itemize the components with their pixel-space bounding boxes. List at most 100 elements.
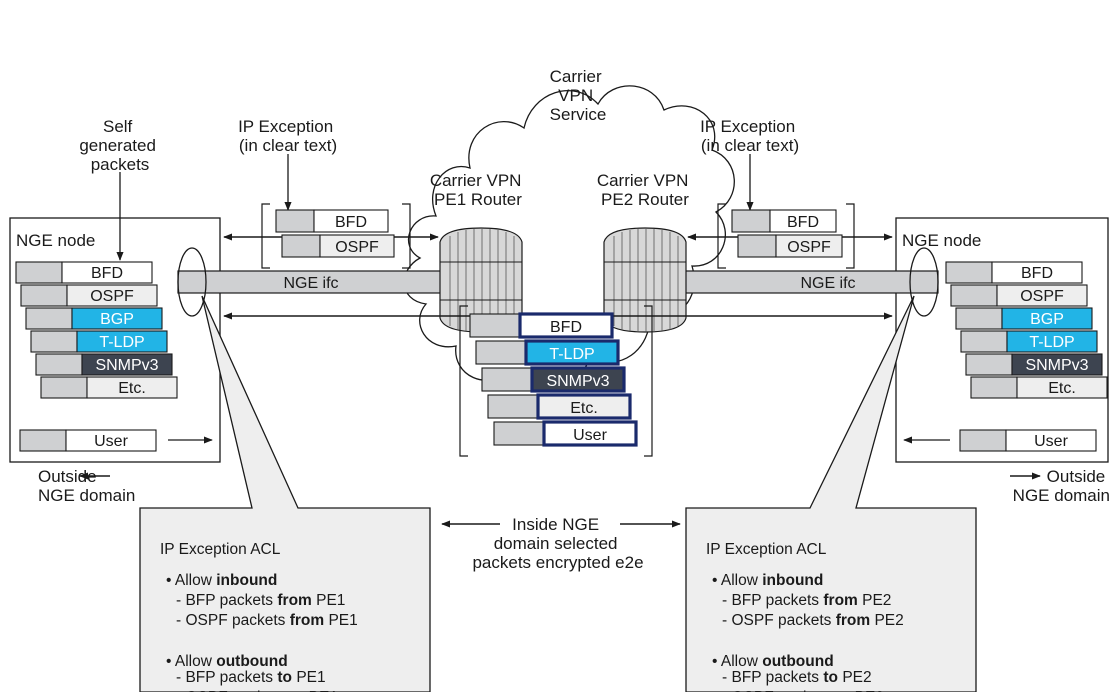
acl-right-inbound: • Allow inbound: [712, 572, 823, 589]
left-packet-user-payload: [65, 429, 157, 452]
acl-right-inbound-line-2: - OSPF packets from PE2: [722, 612, 904, 629]
left-packet-snmpv3-header: [35, 353, 83, 376]
left-packet-t-ldp: T-LDP: [30, 330, 168, 353]
right-packet-ospf-label: OSPF: [1020, 288, 1064, 305]
outside-right-line-2: NGE domain: [1013, 486, 1110, 505]
left-packet-t-ldp-header: [30, 330, 78, 353]
left-nge-ifc-label: NGE ifc: [283, 275, 338, 292]
encrypted-packet-t-ldp-header: [475, 340, 527, 365]
right-interface-ellipse: [909, 247, 939, 317]
right-packet-t-ldp-payload: [1006, 330, 1098, 353]
right-nge-ifc-label: NGE ifc: [800, 275, 855, 292]
left-packet-bgp-header: [25, 307, 73, 330]
pe2-router: [603, 227, 687, 333]
left-packet-user: User: [19, 429, 157, 452]
right-packet-ospf-header: [950, 284, 998, 307]
clear-left-packet-ospf-header: [281, 234, 321, 258]
acl-left-inbound-line-2: - OSPF packets from PE1: [176, 612, 358, 629]
pe2-router-line-1: Carrier VPN: [597, 171, 689, 190]
right-packet-bfd-label: BFD: [1021, 265, 1053, 282]
clear-right-packet-ospf-payload: [775, 234, 843, 258]
left-packet-snmpv3-label: SNMPv3: [95, 357, 158, 374]
left-packet-ospf-label: OSPF: [90, 288, 134, 305]
left-packet-bfd: BFD: [15, 261, 153, 284]
carrier-vpn-service-line-1: Carrier: [550, 67, 602, 86]
self-generated-line-1: Self: [103, 117, 133, 136]
clear-left-packet-bfd-label: BFD: [335, 214, 367, 231]
acl-left-outbound-line-1: - BFP packets to PE1: [176, 669, 326, 686]
left-packet-bgp: BGP: [25, 307, 163, 330]
right-packet-ospf: OSPF: [950, 284, 1088, 307]
right-packet-user-header: [959, 429, 1007, 452]
left-packet-t-ldp-payload: [76, 330, 168, 353]
left-packet-bfd-payload: [61, 261, 153, 284]
ip-exception-left-line-1: IP Exception: [238, 117, 333, 136]
encrypted-packet-snmpv3: SNMPv3: [481, 366, 626, 393]
pe1-router-label: Carrier VPN PE1 Router: [430, 171, 526, 209]
clear-right-packet-ospf-label: OSPF: [787, 239, 831, 256]
outside-left-line-1: Outside: [38, 467, 97, 486]
left-packet-etc-header: [40, 376, 88, 399]
right-packet-bgp: BGP: [955, 307, 1093, 330]
outside-right-line-1: Outside: [1047, 467, 1106, 486]
pe2-router-line-2: PE2 Router: [601, 190, 689, 209]
right-packet-snmpv3-header: [965, 353, 1013, 376]
right-packet-bgp-label: BGP: [1030, 311, 1064, 328]
clear-right-packet-ospf-header: [737, 234, 777, 258]
clear-packets-left-bracket: [261, 203, 411, 269]
inside-nge-label: Inside NGE domain selected packets encry…: [472, 515, 643, 572]
right-packet-user: User: [959, 429, 1097, 452]
right-packet-snmpv3-label: SNMPv3: [1025, 357, 1088, 374]
acl-right-outbound: • Allow outbound: [712, 653, 834, 670]
right-packet-bfd-payload: [991, 261, 1083, 284]
right-packet-t-ldp-header: [960, 330, 1008, 353]
left-packet-bgp-label: BGP: [100, 311, 134, 328]
right-packet-snmpv3: SNMPv3: [965, 353, 1103, 376]
acl-left-text: IP Exception ACL• Allow inbound- BFP pac…: [160, 541, 358, 692]
acl-left-callout: [139, 295, 431, 692]
clear-packets-right-bracket: [717, 203, 855, 269]
ip-exception-right-label: IP Exception (in clear text): [700, 117, 800, 155]
carrier-vpn-service-line-2: VPN: [558, 86, 593, 105]
self-generated-line-2: generated: [79, 136, 156, 155]
clear-right-packet-bfd-header: [731, 209, 771, 233]
left-packet-snmpv3-payload: [81, 353, 173, 376]
encrypted-packets-bracket: [459, 305, 653, 457]
acl-left-inbound: • Allow inbound: [166, 572, 277, 589]
right-packet-ospf-payload: [996, 284, 1088, 307]
inside-nge-line-3: packets encrypted e2e: [472, 553, 643, 572]
acl-left-inbound-line-1: - BFP packets from PE1: [176, 592, 345, 609]
acl-left-outbound-line-2: - OSPF packets to PE1: [176, 689, 338, 692]
clear-right-packet-bfd-label: BFD: [787, 214, 819, 231]
clear-packets-right: BFD OSPF: [731, 209, 843, 258]
acl-right-text: IP Exception ACL• Allow inbound- BFP pac…: [706, 541, 904, 692]
encrypted-packet-t-ldp-label: T-LDP: [549, 346, 594, 363]
encrypted-packet-snmpv3-label: SNMPv3: [546, 373, 609, 390]
right-packet-user-label: User: [1034, 433, 1068, 450]
left-packet-ospf-header: [20, 284, 68, 307]
carrier-vpn-service-line-3: Service: [550, 105, 607, 124]
ip-exception-left-label: IP Exception (in clear text): [238, 117, 338, 155]
encrypted-packet-bfd-header: [469, 313, 521, 338]
left-packet-etc-payload: [86, 376, 178, 399]
encrypted-packet-user-payload: [542, 420, 638, 447]
clear-right-packet-bfd-payload: [769, 209, 837, 233]
left-packet-etc: Etc.: [40, 376, 178, 399]
clear-left-packet-bfd-payload: [313, 209, 389, 233]
encrypted-packet-snmpv3-header: [481, 367, 533, 392]
right-packet-bfd: BFD: [945, 261, 1083, 284]
clear-left-packet-ospf-payload: [319, 234, 395, 258]
acl-left-outbound: • Allow outbound: [166, 653, 288, 670]
encrypted-packet-snmpv3-payload: [530, 366, 626, 393]
encrypted-packet-user: User: [493, 420, 638, 447]
encrypted-packet-bfd-label: BFD: [550, 319, 582, 336]
right-node-title: NGE node: [902, 231, 981, 250]
right-packet-etc-label: Etc.: [1048, 380, 1076, 397]
clear-left-packet-bfd-header: [275, 209, 315, 233]
left-packet-etc-label: Etc.: [118, 380, 146, 397]
outside-right-label: Outside NGE domain: [1013, 467, 1110, 505]
left-packet-t-ldp-label: T-LDP: [99, 334, 144, 351]
